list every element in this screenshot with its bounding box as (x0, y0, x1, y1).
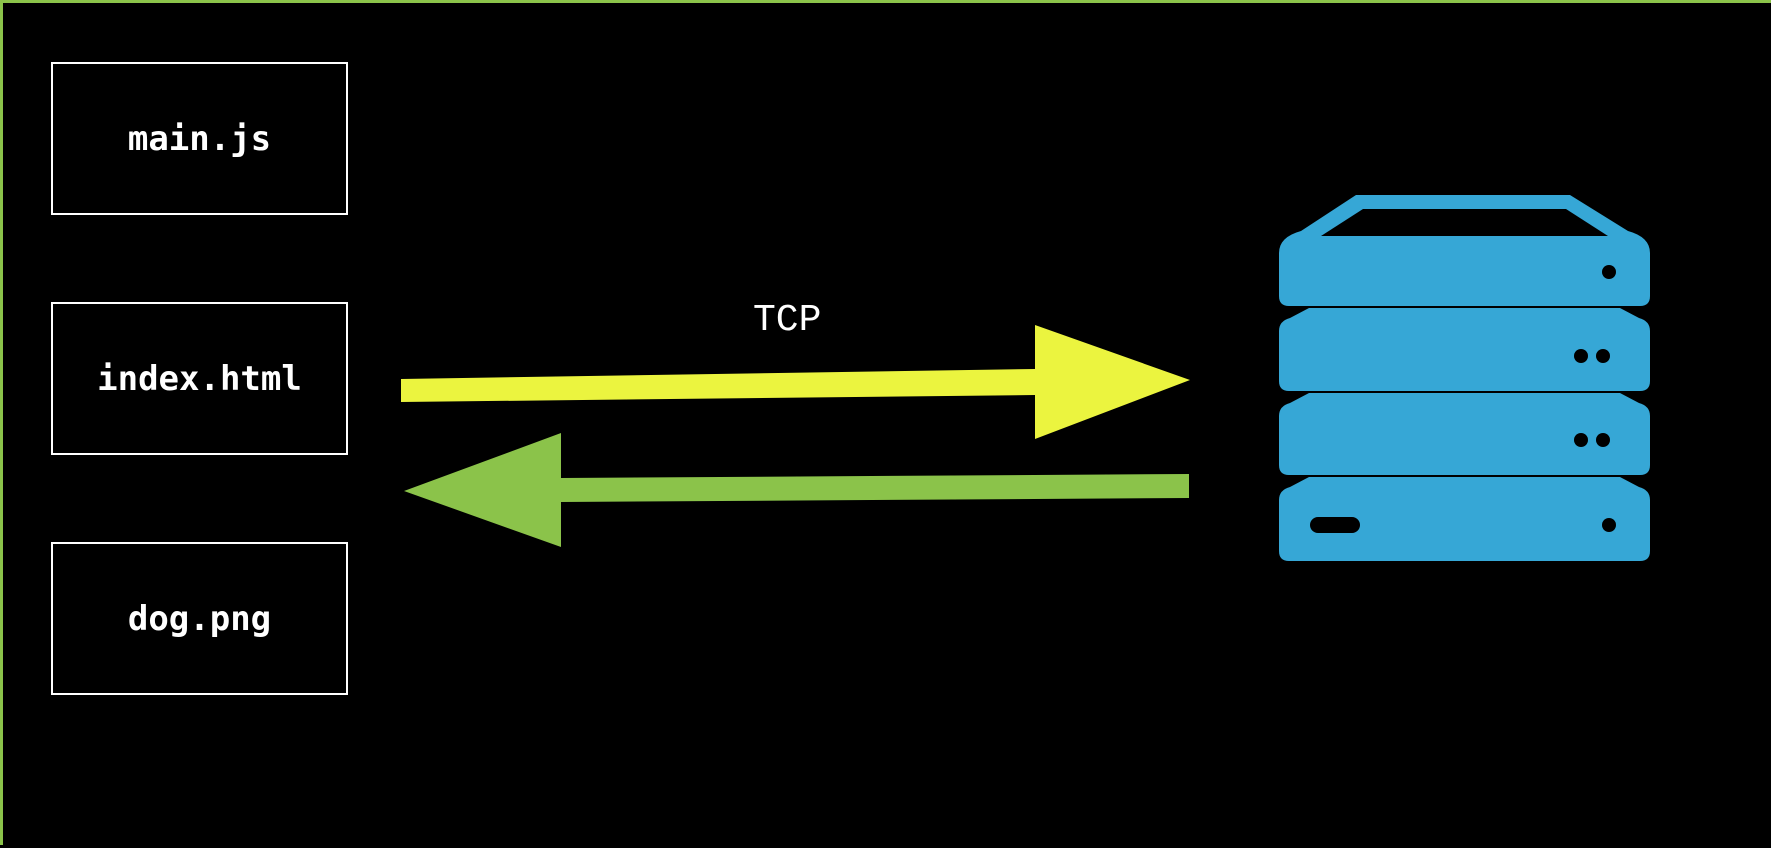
response-arrow (404, 433, 1189, 547)
file-label: index.html (97, 358, 302, 399)
file-label: dog.png (127, 598, 272, 639)
request-arrow (401, 325, 1190, 439)
file-box-index-html: index.html (51, 302, 348, 455)
server-details (1310, 209, 1616, 533)
server-rack-icon (1279, 195, 1650, 561)
file-box-dog-png: dog.png (51, 542, 348, 695)
connection-label: TCP (753, 299, 822, 342)
diagram-graphics (401, 195, 1650, 561)
file-box-main-js: main.js (51, 62, 348, 215)
file-label: main.js (127, 118, 272, 159)
